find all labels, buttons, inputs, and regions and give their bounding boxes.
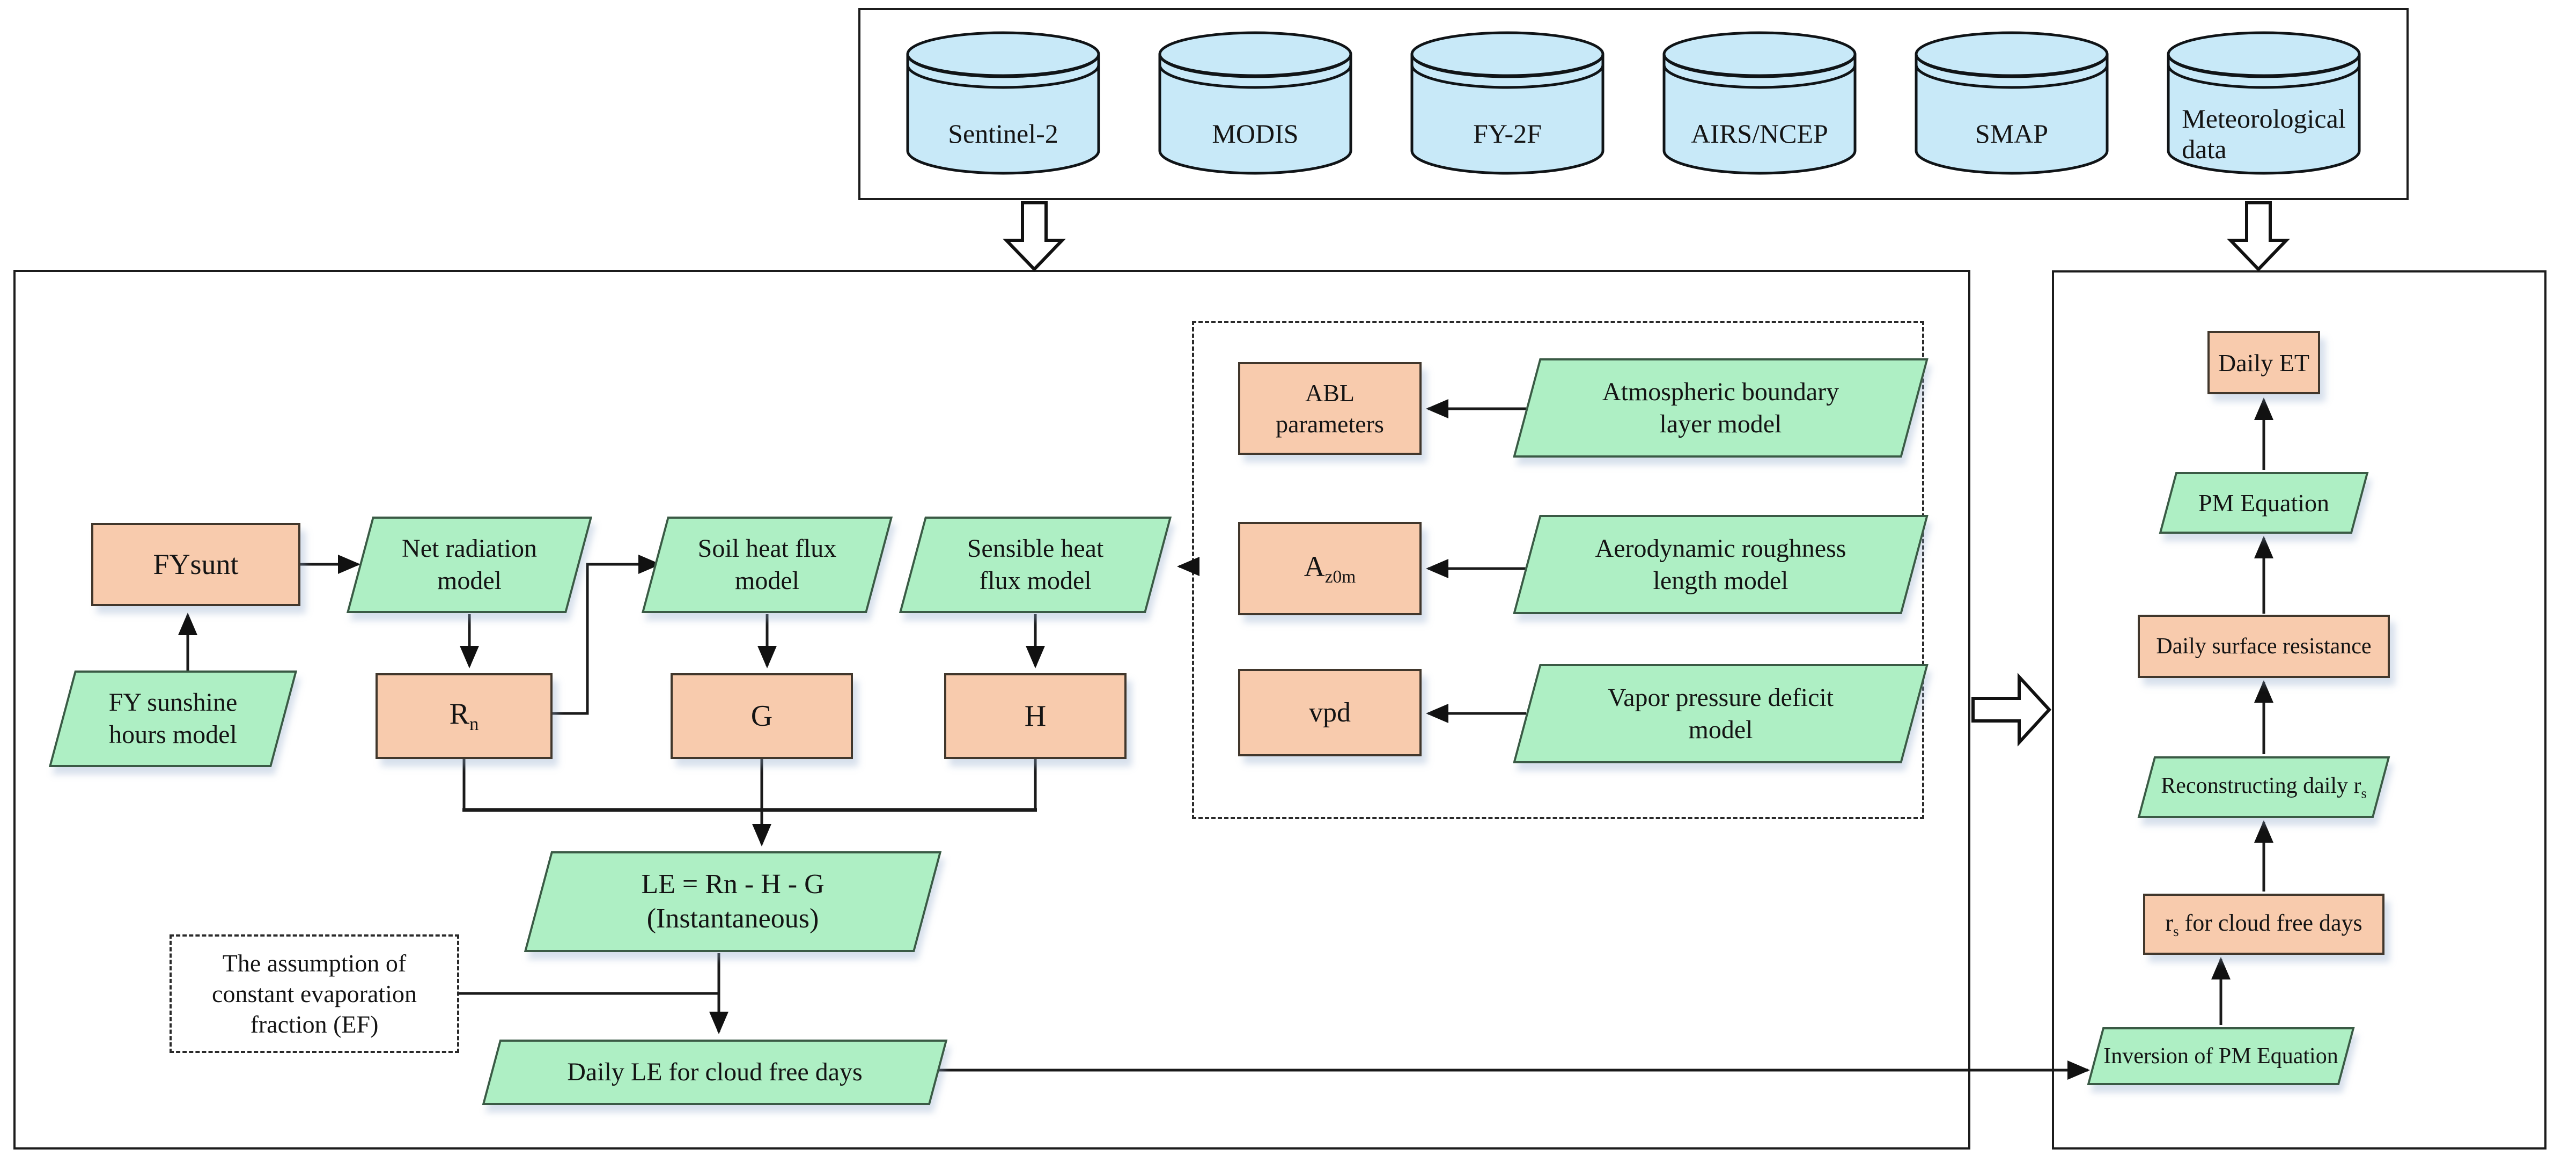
- node-daily-le-cloud-free: Daily LE for cloud free days: [482, 1040, 948, 1105]
- node-label: Sensible heat flux model: [967, 534, 1104, 595]
- dataset-label: Meteorological data: [2182, 103, 2346, 165]
- node-atmospheric-boundary-layer-model: Atmospheric boundary layer model: [1513, 358, 1929, 458]
- node-az0m: Az0m: [1238, 522, 1422, 615]
- node-label: LE = Rn - H - G (Instantaneous): [641, 868, 825, 934]
- node-label: ABL parameters: [1276, 379, 1384, 438]
- node-ef-assumption-text: The assumption of constant evaporation f…: [170, 934, 459, 1053]
- node-label: PM Equation: [2198, 489, 2330, 517]
- node-label: The assumption of constant evaporation f…: [212, 949, 417, 1038]
- database-cylinder-modis: MODIS: [1148, 23, 1363, 184]
- node-label: Daily surface resistance: [2156, 634, 2372, 659]
- node-vpd: vpd: [1238, 669, 1422, 756]
- node-label: Soil heat flux model: [697, 534, 837, 595]
- block-arrow-right: [1971, 673, 2052, 747]
- node-rs-cloud-free-days: rs for cloud free days: [2143, 894, 2384, 955]
- block-arrow-down-left: [1002, 201, 1066, 272]
- dataset-label: MODIS: [1212, 119, 1299, 149]
- node-label: Az0m: [1304, 550, 1356, 587]
- arrow-rn-to-soilheat: [553, 555, 661, 715]
- node-label: vpd: [1309, 697, 1351, 728]
- dataset-label: AIRS/NCEP: [1691, 119, 1828, 149]
- node-sensible-heat-flux-model: Sensible heat flux model: [899, 517, 1172, 613]
- dataset-row: Sentinel-2 MODIS FY-2F AIRS/NCEP SMAP Me…: [858, 8, 2409, 200]
- node-label: Rn: [449, 697, 479, 735]
- node-label: FY sunshine hours model: [108, 688, 238, 749]
- node-g: G: [671, 673, 853, 759]
- node-label: H: [1024, 699, 1047, 733]
- node-le-instantaneous: LE = Rn - H - G (Instantaneous): [524, 851, 942, 952]
- node-daily-et: Daily ET: [2207, 331, 2320, 394]
- node-aerodynamic-roughness-length-model: Aerodynamic roughness length model: [1513, 515, 1929, 614]
- node-daily-surface-resistance: Daily surface resistance: [2138, 615, 2390, 678]
- database-cylinder-airsncep: AIRS/NCEP: [1652, 23, 1867, 184]
- instantaneous-model-frame: [13, 270, 1970, 1150]
- node-inversion-pm-equation: Inversion of PM Equation: [2087, 1027, 2355, 1085]
- node-soil-heat-flux-model: Soil heat flux model: [641, 517, 893, 613]
- node-net-radiation-model: Net radiation model: [346, 517, 593, 613]
- dataset-label: FY-2F: [1473, 119, 1542, 149]
- node-fy-sunshine-hours-model: FY sunshine hours model: [48, 671, 298, 767]
- node-vapor-pressure-deficit-model: Vapor pressure deficit model: [1513, 664, 1929, 763]
- node-label: Net radiation model: [402, 534, 537, 595]
- node-reconstructing-daily-rs: Reconstructing daily rs: [2137, 756, 2390, 818]
- node-label: Daily LE for cloud free days: [567, 1058, 863, 1087]
- node-label: Vapor pressure deficit model: [1607, 683, 1834, 744]
- block-arrow-down-right: [2226, 201, 2291, 272]
- database-cylinder-smap: SMAP: [1904, 23, 2119, 184]
- ef-assumption-dashed-box: [170, 934, 459, 1053]
- node-abl-parameters: ABL parameters: [1238, 362, 1422, 455]
- node-label: FYsunt: [153, 548, 239, 581]
- node-label: Reconstructing daily rs: [2161, 773, 2367, 801]
- database-cylinder-meteorological: Meteorological data: [2157, 23, 2371, 184]
- database-cylinder-sentinel2: Sentinel-2: [896, 23, 1110, 184]
- node-label: G: [750, 699, 773, 733]
- dataset-label: SMAP: [1975, 119, 2049, 149]
- node-label: Inversion of PM Equation: [2103, 1044, 2338, 1069]
- node-h: H: [944, 673, 1127, 759]
- node-label: rs for cloud free days: [2165, 909, 2362, 939]
- node-pm-equation: PM Equation: [2159, 472, 2369, 534]
- input-data-frame: [858, 8, 2409, 200]
- node-fysunt: FYsunt: [91, 523, 300, 606]
- database-cylinder-fy2f: FY-2F: [1400, 23, 1615, 184]
- node-label: Aerodynamic roughness length model: [1595, 534, 1846, 595]
- dataset-label: Sentinel-2: [948, 119, 1058, 149]
- node-rn: Rn: [376, 673, 553, 759]
- node-label: Atmospheric boundary layer model: [1602, 377, 1839, 438]
- node-label: Daily ET: [2218, 349, 2309, 377]
- daily-et-frame: [2052, 270, 2546, 1150]
